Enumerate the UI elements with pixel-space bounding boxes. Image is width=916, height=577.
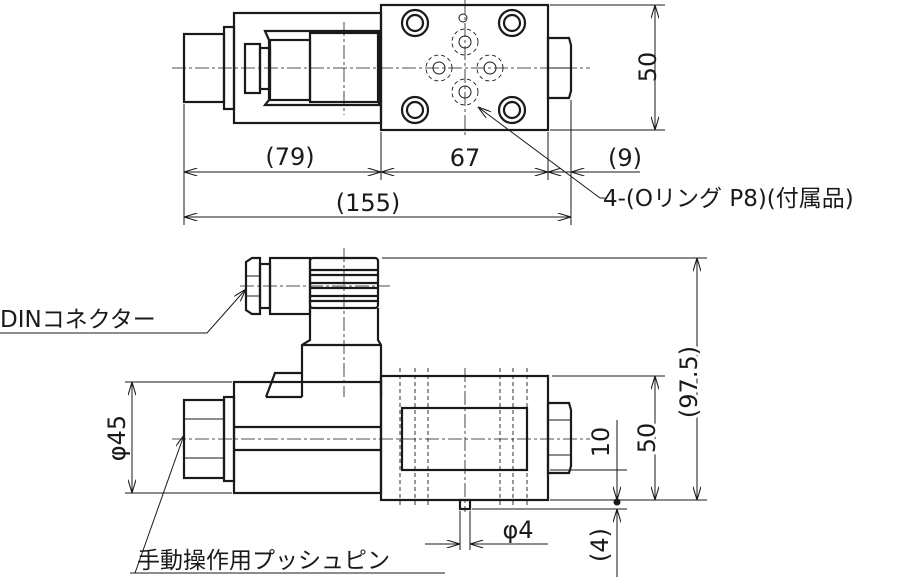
connector-nut [244,256,262,316]
top-view: (79) 67 (9) (155) 50 4-(Oリング P8)(付属品) [172,0,854,225]
bolt-holes [400,8,527,125]
dim-total: (155) [336,189,401,217]
dim-solenoid: (79) [265,143,314,171]
push-pin-label: 手動操作用プッシュピン [137,548,390,574]
dim-pin-diameter: φ4 [502,516,533,544]
dim-body: 67 [450,144,481,172]
oring-note: 4-(Oリング P8)(付属品) [603,186,854,212]
connector-label: DINコネクター [0,307,156,333]
dim-height: (97.5) [675,346,703,418]
dim-window: 10 [587,427,615,458]
right-nut [546,401,573,475]
right-nut [546,36,573,100]
dim-body-height: 50 [633,423,661,454]
side-view: DINコネクター 手動操作用プッシュピン φ45 (97.5) 50 10 φ4… [0,248,707,577]
dim-width: 50 [634,52,662,83]
valve-body [379,374,550,502]
ports [425,13,504,106]
solenoid-body [232,380,383,495]
dim-diameter: φ45 [103,415,131,461]
dim-nut: (9) [608,144,642,172]
dim-pin-length: (4) [586,528,614,562]
push-pin [458,498,472,511]
